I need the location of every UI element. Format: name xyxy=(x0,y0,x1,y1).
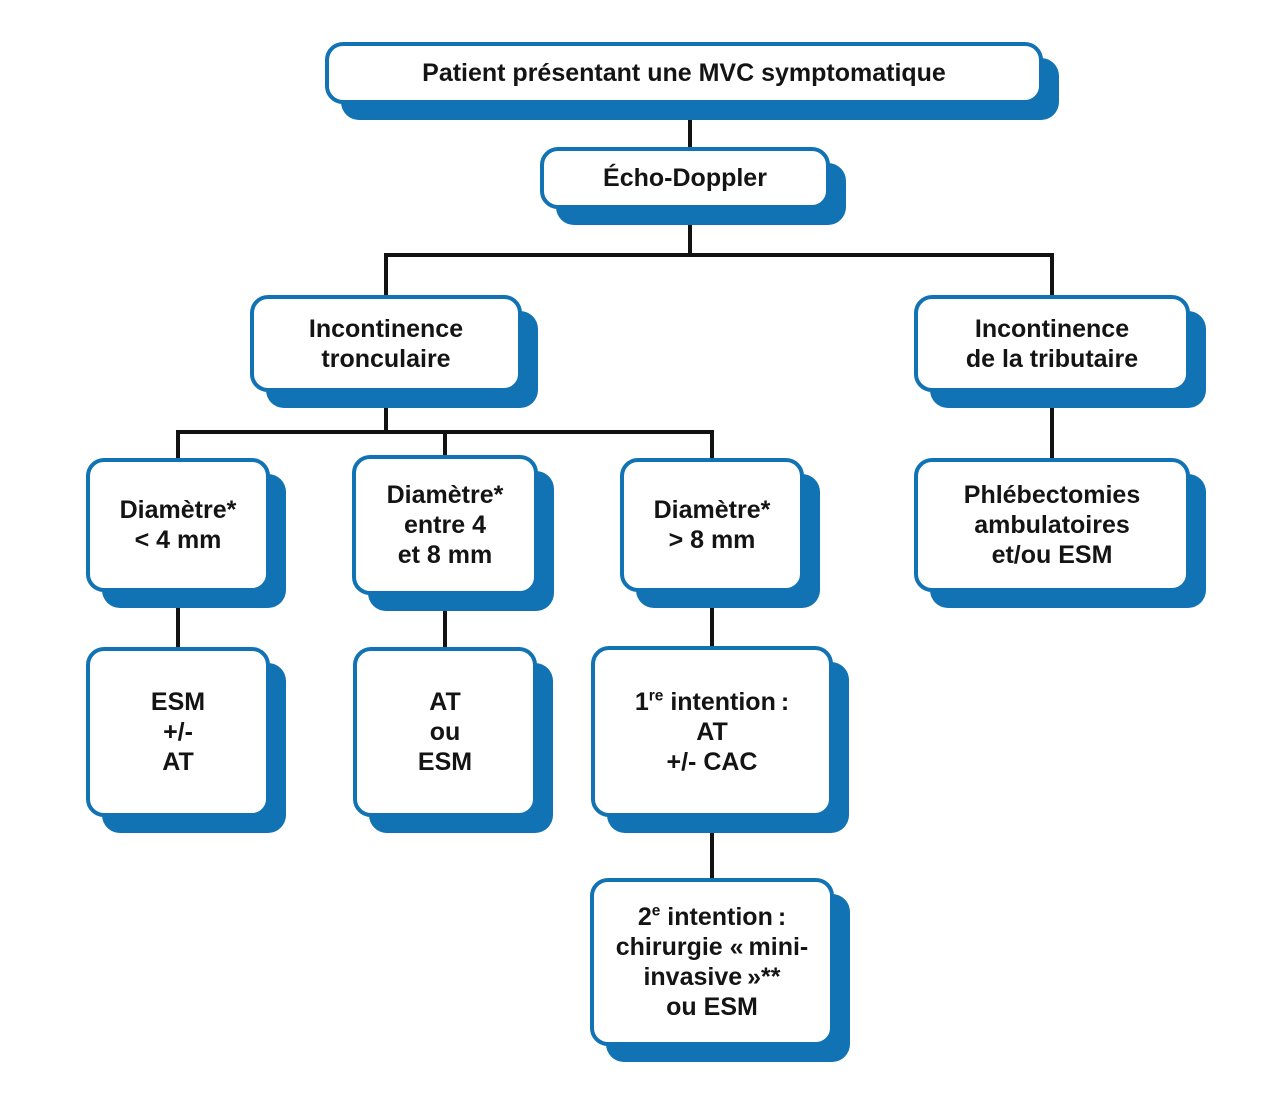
node-incontinence-tronculaire: Incontinence tronculaire xyxy=(250,295,522,392)
node-text-line: Incontinence xyxy=(974,314,1130,343)
node-text-line: AT xyxy=(696,717,728,746)
node-text-line: AT xyxy=(429,688,461,716)
node-text-line: Écho-Doppler xyxy=(603,164,767,192)
node-text-line: AT xyxy=(162,748,194,776)
connector-vertical xyxy=(176,432,180,462)
connector-vertical xyxy=(710,432,714,462)
node-text-line: Diamètre* xyxy=(119,496,237,524)
node-text-line: Patient présentant une MVC symptomatique xyxy=(422,59,946,87)
superscript: re xyxy=(648,687,664,705)
connector-vertical xyxy=(710,590,714,650)
node-premiere-intention: 1re intention : AT +/- CAC xyxy=(591,646,833,817)
node-at-esm: AT ou ESM xyxy=(353,647,537,817)
node-text-line: de la tributaire xyxy=(965,344,1139,373)
node-text-line: entre 4 xyxy=(404,511,486,539)
node-text-line: 2e intention : xyxy=(638,902,786,932)
node-text-line: Phlébectomies xyxy=(963,481,1141,509)
node-text-fragment: 1 xyxy=(634,687,649,716)
node-text-fragment: 2 xyxy=(637,903,652,931)
node-text-line: +/- CAC xyxy=(666,747,758,776)
node-text-line: et 8 mm xyxy=(397,541,493,569)
node-text-line: et/ou ESM xyxy=(991,541,1113,569)
connector-vertical xyxy=(443,432,447,462)
connector-vertical xyxy=(443,592,447,650)
node-diametre-4-8mm: Diamètre* entre 4 et 8 mm xyxy=(352,455,538,595)
node-text-line: ESM xyxy=(417,748,473,776)
node-esm-at: ESM +/- AT xyxy=(86,647,270,817)
node-text-line: chirurgie « mini- xyxy=(615,933,809,961)
connector-vertical xyxy=(176,590,180,650)
node-echo-doppler: Écho-Doppler xyxy=(540,147,830,209)
node-text-line: Incontinence xyxy=(308,314,464,343)
connector-vertical xyxy=(688,205,692,257)
node-patient-mvc: Patient présentant une MVC symptomatique xyxy=(325,42,1043,104)
node-text-line: tronculaire xyxy=(321,344,451,373)
node-text-line: ESM xyxy=(150,688,206,716)
node-text-line: > 8 mm xyxy=(668,526,756,554)
node-incontinence-tributaire: Incontinence de la tributaire xyxy=(914,295,1190,392)
connector-vertical xyxy=(710,813,714,881)
node-text-line: +/- xyxy=(163,718,193,746)
node-diametre-gt-8mm: Diamètre* > 8 mm xyxy=(620,458,804,592)
node-diametre-lt-4mm: Diamètre* < 4 mm xyxy=(86,458,270,592)
connector-vertical xyxy=(688,100,692,151)
node-text-line: ou xyxy=(429,718,461,746)
node-text-fragment: intention : xyxy=(660,903,787,931)
node-text-fragment: intention : xyxy=(663,687,790,716)
connector-vertical xyxy=(384,255,388,297)
node-text-line: < 4 mm xyxy=(134,526,222,554)
superscript: e xyxy=(651,902,661,920)
node-text-line: ou ESM xyxy=(666,993,758,1021)
node-text-line: Diamètre* xyxy=(386,481,504,509)
node-text-line: invasive »** xyxy=(643,963,781,991)
node-text-line: ambulatoires xyxy=(974,511,1130,539)
node-text-line: Diamètre* xyxy=(653,496,771,524)
connector-vertical xyxy=(1050,255,1054,297)
connector-horizontal xyxy=(384,253,1054,257)
connector-vertical xyxy=(1050,390,1054,462)
connector-vertical xyxy=(384,390,388,434)
node-text-line: 1re intention : xyxy=(635,687,789,717)
node-phlebectomies: Phlébectomies ambulatoires et/ou ESM xyxy=(914,458,1190,592)
node-deuxieme-intention: 2e intention : chirurgie « mini- invasiv… xyxy=(590,878,834,1046)
